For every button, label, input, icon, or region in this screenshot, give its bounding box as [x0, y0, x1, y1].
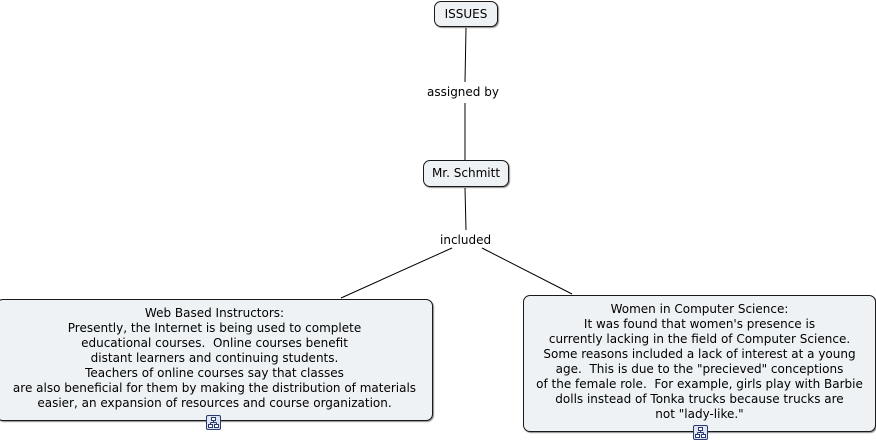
- concept-map-icon[interactable]: [693, 425, 708, 440]
- node-text-line: Presently, the Internet is being used to…: [67, 321, 362, 335]
- node-text-line: Teachers of online courses say that clas…: [85, 366, 344, 380]
- node-text-line: not "lady-like.": [655, 407, 744, 421]
- mr-schmitt-node[interactable]: Mr. Schmitt: [423, 160, 509, 187]
- concept-map-icon[interactable]: [206, 415, 221, 430]
- node-text-line: Women in Computer Science:: [610, 302, 789, 316]
- mr-schmitt-node-label: Mr. Schmitt: [431, 166, 501, 180]
- node-text-line: distant learners and continuing students…: [90, 351, 339, 365]
- node-text-line: of the female role. For example, girls p…: [536, 377, 863, 391]
- node-text-line: Web Based Instructors:: [144, 306, 285, 320]
- node-text-line: educational courses. Online courses bene…: [81, 336, 348, 350]
- node-text-line: dolls instead of Tonka trucks because tr…: [555, 392, 844, 406]
- node-text-line: currently lacking in the field of Comput…: [548, 332, 851, 346]
- connector-included-to-women-cs: [481, 247, 573, 295]
- node-text-line: are also beneficial for them by making t…: [12, 381, 417, 395]
- node-text-line: It was found that women's presence is: [583, 317, 816, 331]
- link-label-assigned-by: assigned by: [424, 85, 502, 99]
- issues-node-label: ISSUES: [444, 6, 488, 21]
- issues-node[interactable]: ISSUES: [434, 1, 498, 27]
- connector-issues-to-assigned-by: [464, 27, 467, 83]
- node-text-line: easier, an expansion of resources and co…: [37, 396, 392, 410]
- connector-included-to-web-based: [340, 247, 453, 299]
- node-text-line: Some reasons included a lack of interest…: [543, 347, 856, 361]
- women-in-computer-science-node[interactable]: Women in Computer Science: It was found …: [523, 295, 876, 432]
- web-based-instructors-node[interactable]: Web Based Instructors: Presently, the In…: [0, 299, 433, 421]
- node-text-line: age. This is due to the "precieved" conc…: [555, 362, 844, 376]
- connector-mr-schmitt-to-included: [464, 187, 467, 231]
- link-label-included: included: [437, 233, 495, 247]
